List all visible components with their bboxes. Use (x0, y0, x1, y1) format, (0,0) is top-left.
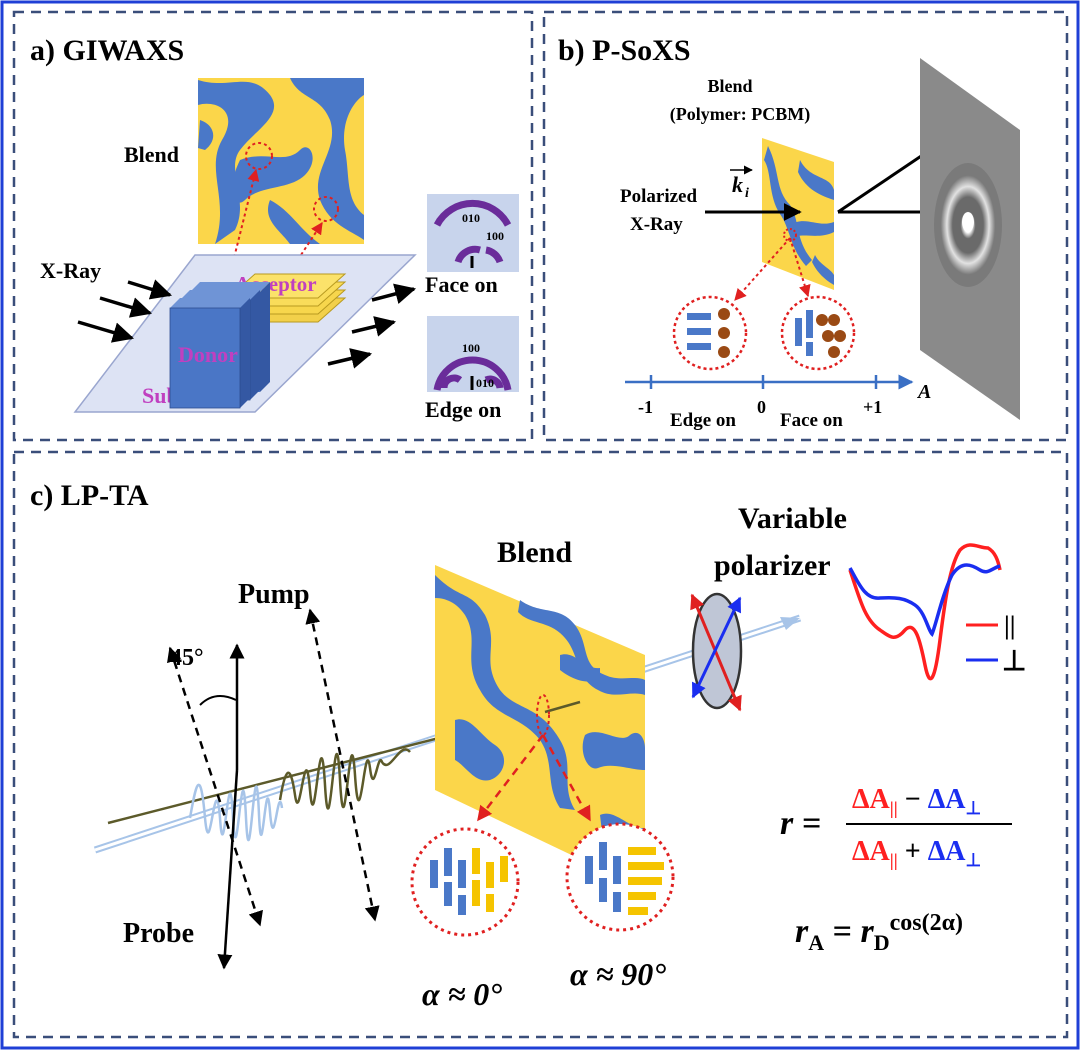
face-on-100: 100 (486, 229, 504, 243)
donor-stack (169, 282, 270, 409)
face-on-molecules (780, 295, 856, 371)
pump-label: Pump (238, 579, 310, 610)
xray-label-a: X-Ray (40, 258, 101, 283)
panel-a-border (12, 10, 534, 442)
blend-zoom-spot-c (536, 694, 550, 736)
zoom-line-b-right (789, 237, 811, 298)
alpha-0-molecules (410, 827, 520, 937)
tick-plus-1: +1 (863, 397, 882, 417)
xray-arrow-3 (77, 320, 135, 343)
blend-label-c: Blend (497, 536, 572, 569)
variable-polarizer (690, 592, 743, 712)
legend-parallel: || (1004, 611, 1015, 640)
tick-zero: 0 (757, 397, 766, 417)
tick-minus-1: -1 (638, 397, 653, 417)
rotation-equation: rA = rDcos(2α) (795, 910, 963, 955)
alpha-90-label: α ≈ 90° (570, 956, 666, 992)
panel-a-title: a) GIWAXS (30, 34, 184, 67)
blend-film-b (762, 138, 834, 290)
perpendicular-trace (848, 563, 1001, 638)
panel-b: b) P-SoXS Blend (Polymer: PCBM) Polarize… (542, 10, 1069, 442)
probe-label: Probe (123, 918, 194, 949)
signal-plot (848, 543, 1002, 681)
scatter-arrow-1 (371, 283, 417, 304)
svg-text:r =: r = (780, 805, 821, 842)
svg-text:k: k (732, 172, 743, 197)
pump-polarization-dashed (167, 646, 263, 927)
edge-on-pattern: 100 010 (427, 316, 519, 392)
panel-b-title: b) P-SoXS (558, 34, 691, 67)
polarized-label: Polarized (620, 186, 697, 207)
angle-arc (199, 695, 237, 706)
polarizer-label-2: polarizer (714, 549, 831, 582)
donor-label: Donor (178, 342, 238, 367)
face-on-010: 010 (462, 211, 480, 225)
anisotropy-equation: r = ΔA|| − ΔA⊥ ΔA|| + ΔA⊥ (780, 784, 1012, 870)
alpha-0-label: α ≈ 0° (422, 976, 502, 1012)
xray-arrow-1 (127, 279, 173, 300)
alpha-90-molecules (565, 822, 675, 932)
xray-label-b: X-Ray (630, 214, 683, 235)
blend-label-b: Blend (707, 76, 752, 96)
axis-label-A: A (916, 381, 931, 403)
face-on-label-b: Face on (780, 410, 843, 431)
panel-c: c) LP-TA 45° Pump Probe Blend (12, 450, 1069, 1039)
legend-perpendicular: ⊥ (1002, 646, 1026, 677)
face-on-label-a: Face on (425, 272, 498, 297)
edge-on-molecules (672, 295, 748, 371)
polarizer-label-1: Variable (738, 502, 847, 535)
xray-arrow-2 (99, 296, 153, 318)
parallel-trace (848, 543, 1002, 681)
svg-text:ΔA|| + ΔA⊥: ΔA|| + ΔA⊥ (852, 836, 981, 870)
panel-c-border (12, 450, 1069, 1039)
blend-zoom-circle-2 (313, 196, 339, 222)
edge-on-010: 010 (476, 376, 494, 390)
edge-on-label-b: Edge on (670, 410, 736, 431)
blend-sub-label-b: (Polymer: PCBM) (670, 104, 810, 125)
blend-label-a: Blend (124, 142, 179, 167)
edge-on-label-a: Edge on (425, 397, 501, 422)
scatter-arrow-2 (351, 316, 397, 337)
panel-b-border (542, 10, 1069, 442)
zoom-line-b-left (734, 237, 791, 301)
panel-c-title: c) LP-TA (30, 479, 149, 512)
angle-label: 45° (170, 645, 204, 671)
k-vector-label: k i (730, 165, 753, 201)
blend-morphology-a (198, 78, 364, 244)
svg-text:i: i (745, 186, 749, 201)
detector-screen (920, 58, 1020, 420)
edge-on-100: 100 (462, 341, 480, 355)
blend-zoom-circle-b (783, 228, 797, 242)
panel-a: a) GIWAXS Blend Substrate Acceptor (12, 10, 534, 442)
svg-text:ΔA|| − ΔA⊥: ΔA|| − ΔA⊥ (852, 784, 981, 818)
zoom-line-donor (223, 168, 260, 299)
svg-text:rA = rDcos(2α): rA = rDcos(2α) (795, 910, 963, 955)
face-on-pattern: 010 100 (427, 194, 519, 272)
scatter-arrow-3 (327, 348, 373, 369)
